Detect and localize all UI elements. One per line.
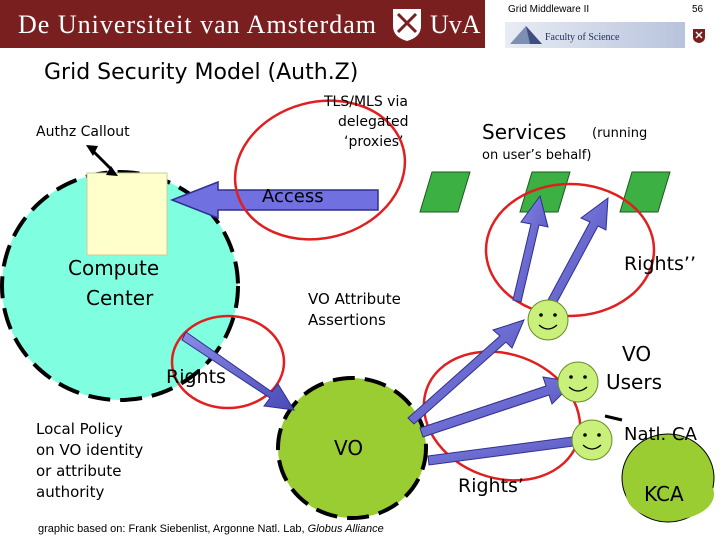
footer-credit: graphic based on: Frank Siebenlist, Argo… (38, 523, 384, 535)
uva-crest-icon (693, 29, 705, 43)
assertion-arrow (419, 376, 576, 438)
course-label: Grid Middleware II (508, 4, 590, 15)
vo-circle (276, 376, 428, 520)
smiley-user-icon (527, 299, 569, 341)
service-box (419, 171, 471, 213)
smiley-user-icon (557, 361, 599, 403)
delegation-arrow (512, 194, 549, 303)
authz-callout-box (86, 172, 168, 256)
kca-label: KCA (644, 482, 684, 506)
local-policy-line4: authority (36, 483, 105, 501)
university-name: De Universiteit van Amsterdam (18, 10, 377, 39)
service-box (519, 171, 571, 213)
access-label: Access (262, 186, 324, 207)
highlight-ring (233, 99, 407, 241)
services-label: Services (482, 120, 567, 144)
vo-attribute-label-line1: VO Attribute (308, 290, 401, 308)
tls-label-line1: TLS/MLS via (324, 94, 408, 110)
assertion-arrow (407, 319, 525, 425)
natl-ca-pointer (604, 414, 623, 422)
kca-circle (626, 468, 714, 520)
compute-center-ellipse (0, 170, 240, 402)
vo-attribute-label-line2: Assertions (308, 311, 386, 329)
university-abbrev: UvA (430, 10, 481, 39)
highlight-ring (170, 314, 286, 410)
services-running-label: (running (592, 126, 648, 141)
rights-label: Rights (166, 366, 226, 388)
faculty-pyramid-icon (510, 26, 542, 44)
rights-arrow (181, 331, 295, 411)
faculty-name: Faculty of Science (545, 32, 620, 43)
local-policy-line2: on VO identity (36, 441, 144, 459)
local-policy-line3: or attribute (36, 462, 122, 480)
delegation-arrow (547, 196, 609, 305)
service-box (619, 171, 671, 213)
vo-users-label-line1: VO (622, 342, 652, 366)
footer-credit-text: graphic based on: Frank Siebenlist, Argo… (38, 523, 308, 535)
authz-callout-pointer (90, 148, 114, 172)
tls-label-line2: delegated (338, 114, 409, 130)
vo-users-label-line2: Users (606, 370, 663, 394)
access-arrow (169, 180, 379, 220)
tls-label-line3: ‘proxies’ (344, 134, 404, 150)
local-policy-line1: Local Policy (36, 420, 123, 438)
compute-center-label-line1: Compute (68, 256, 160, 280)
rights-double-prime-label: Rights’’ (624, 253, 697, 275)
vo-label: VO (334, 436, 364, 460)
compute-center-label-line2: Center (86, 286, 154, 310)
page-number: 56 (692, 4, 704, 15)
footer-credit-org: Globus Alliance (307, 523, 384, 535)
authz-callout-label: Authz Callout (36, 124, 130, 140)
rights-prime-label: Rights’ (458, 475, 524, 497)
slide-title: Grid Security Model (Auth.Z) (44, 60, 359, 85)
smiley-user-icon (571, 419, 613, 461)
uva-crest-icon (393, 9, 421, 41)
natl-ca-label: Natl. CA (624, 424, 697, 445)
services-behalf-label: on user’s behalf) (482, 148, 592, 163)
highlight-ring (484, 182, 656, 318)
